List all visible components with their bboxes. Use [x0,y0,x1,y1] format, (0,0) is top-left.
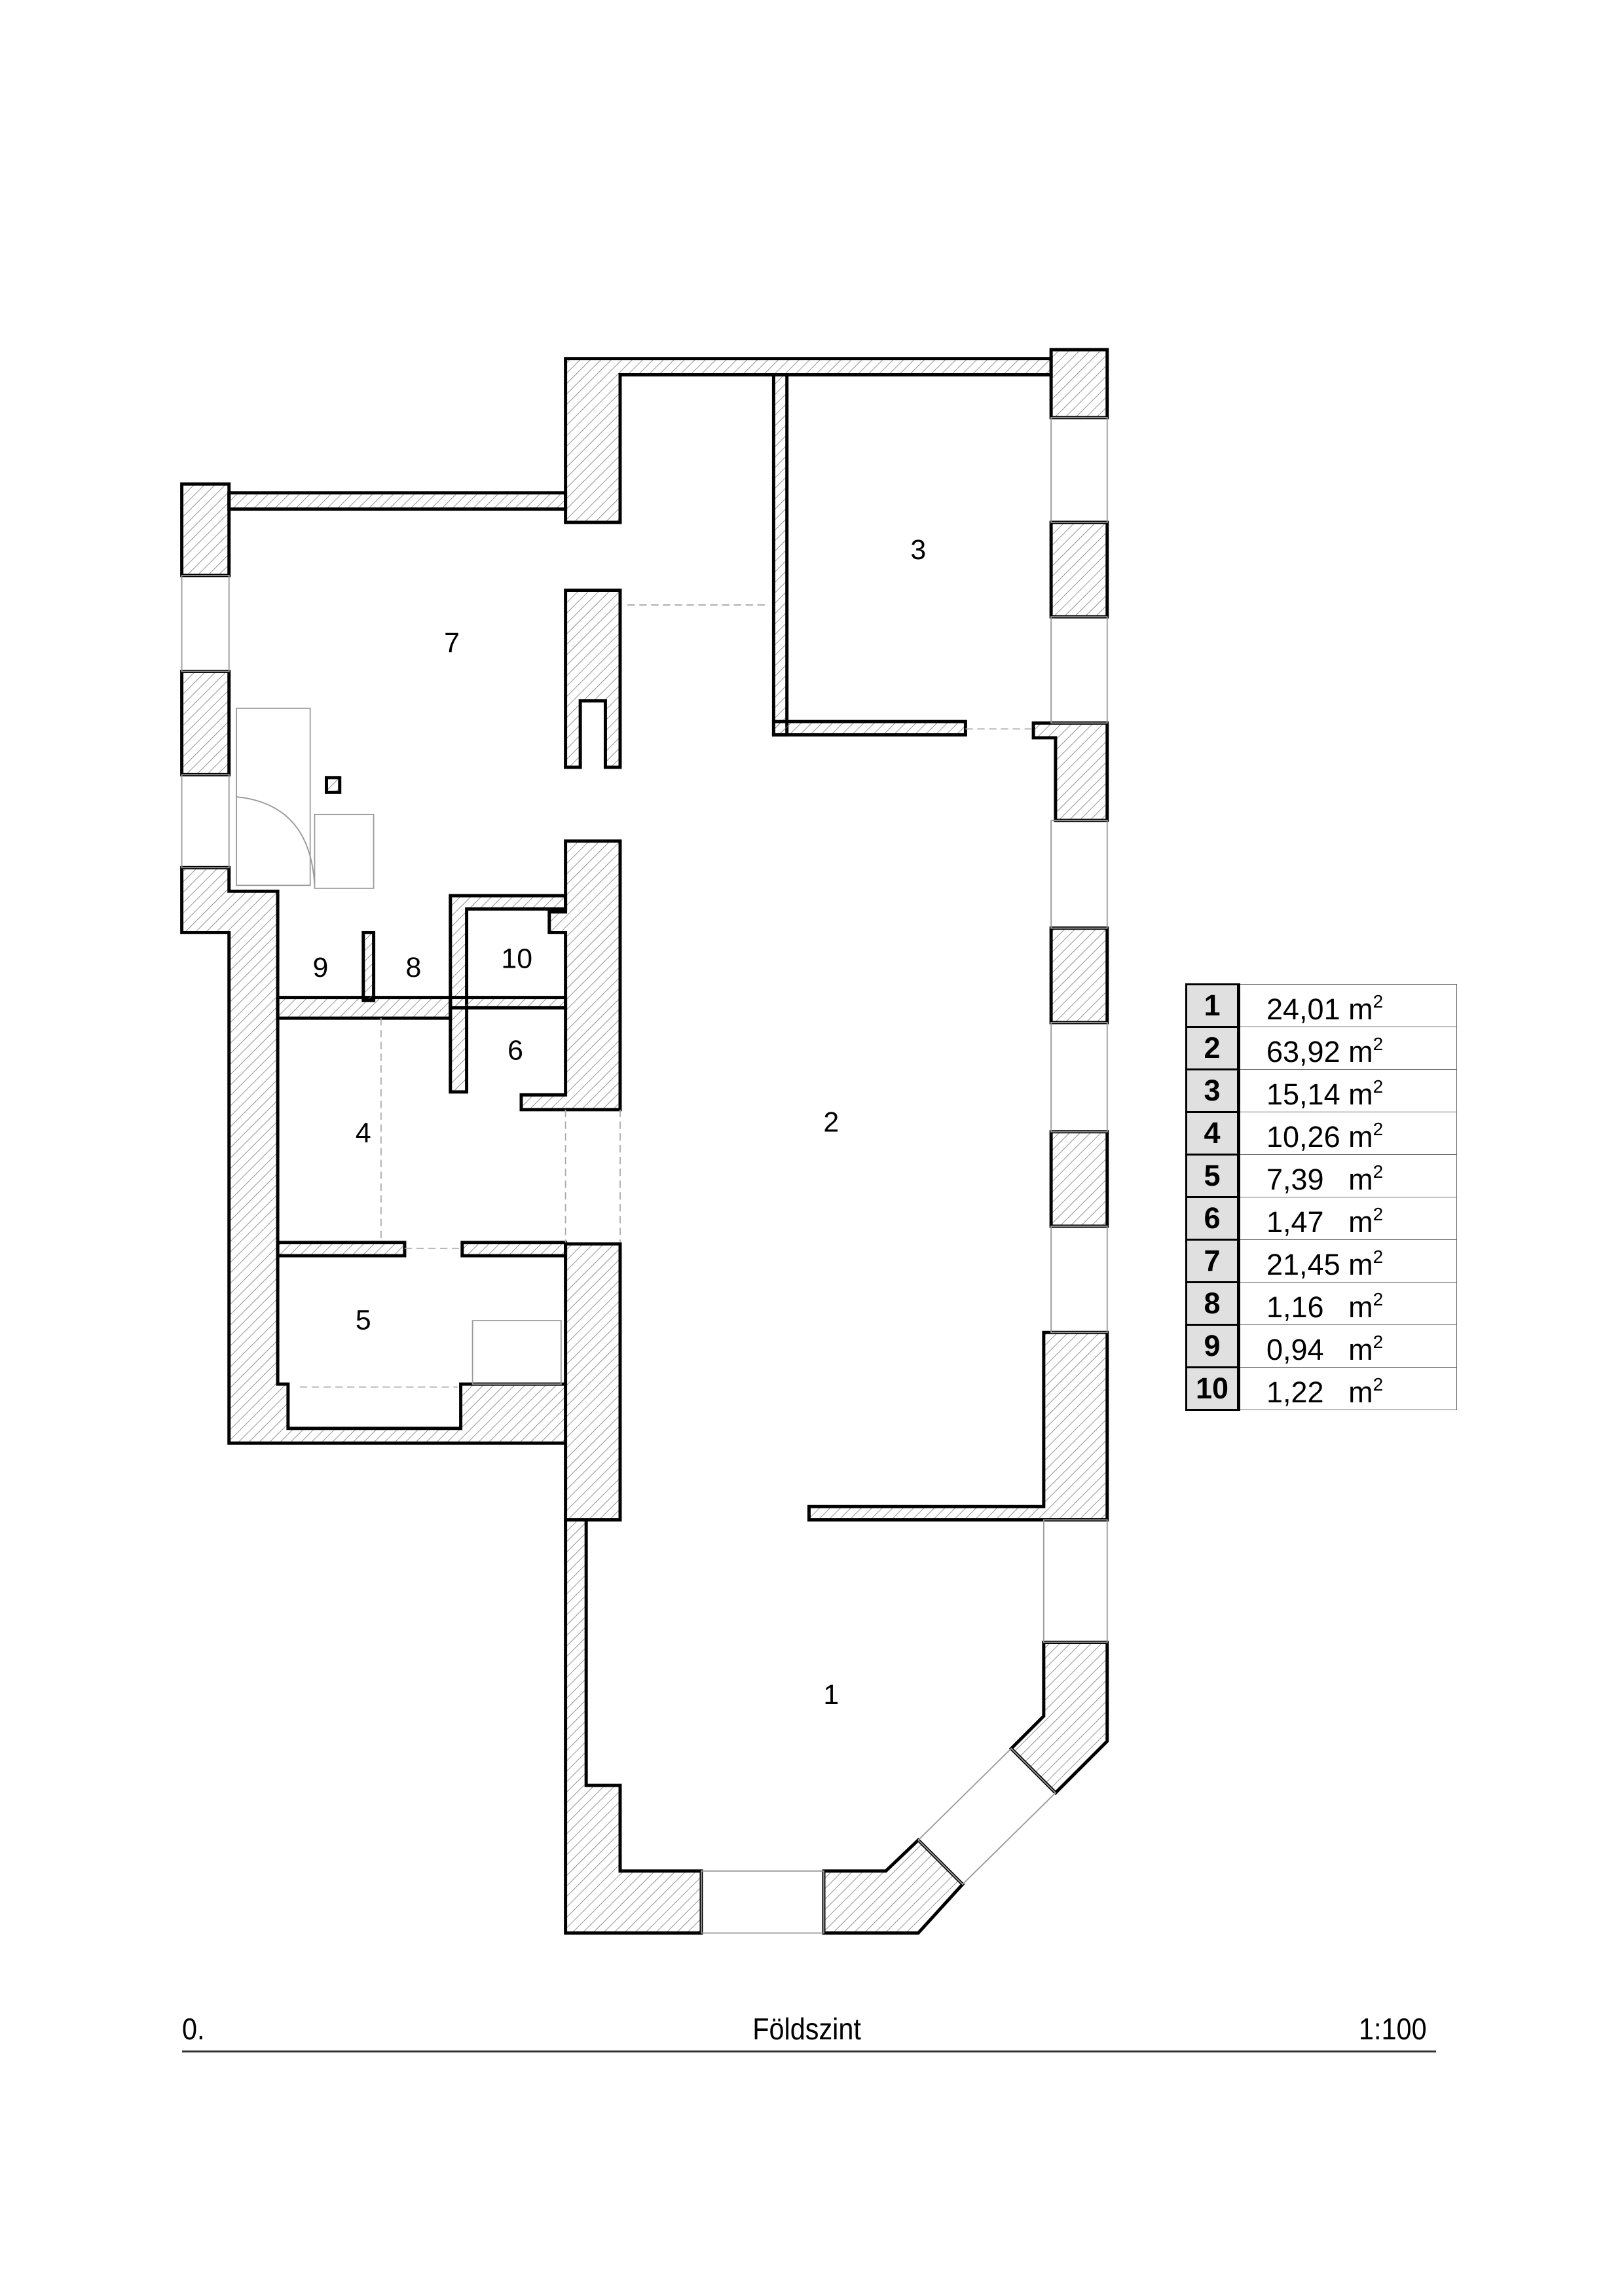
area-exponent: 2 [1373,1332,1384,1352]
room-area: 1,16 m2 [1238,1282,1457,1325]
area-unit: m [1348,1035,1373,1068]
area-value: 7,39 [1266,1163,1324,1196]
area-value: 24,01 [1266,993,1340,1026]
room-number: 4 [1185,1111,1240,1156]
room-area: 0,94 m2 [1238,1324,1457,1368]
area-value: 0,94 [1266,1333,1324,1366]
area-value: 63,92 [1266,1035,1340,1068]
room-label-4: 4 [356,1117,371,1148]
footer-rule [182,2050,1436,2052]
room-number: 9 [1185,1324,1240,1368]
room-number: 2 [1185,1026,1240,1070]
area-exponent: 2 [1373,1034,1384,1054]
drawing-title: Földszint [752,2012,861,2046]
area-value: 21,45 [1266,1248,1340,1281]
room-number: 6 [1185,1196,1240,1241]
area-exponent: 2 [1373,991,1384,1011]
area-value: 1,16 [1266,1290,1324,1324]
area-value: 15,14 [1266,1078,1340,1111]
area-exponent: 2 [1373,1204,1384,1224]
area-unit: m [1348,1120,1373,1154]
area-exponent: 2 [1373,1119,1384,1139]
room-label-7: 7 [444,627,460,659]
room-number: 1 [1185,983,1240,1028]
room-area: 1,47 m2 [1238,1197,1457,1240]
room-label-10: 10 [501,943,532,975]
room-area: 15,14 m2 [1238,1069,1457,1112]
area-exponent: 2 [1373,1161,1384,1182]
room-number: 5 [1185,1154,1240,1198]
room-area: 7,39 m2 [1238,1154,1457,1197]
area-exponent: 2 [1373,1374,1384,1394]
area-value: 1,22 [1266,1376,1324,1409]
area-unit: m [1348,1290,1373,1324]
area-unit: m [1348,1205,1373,1239]
room-label-5: 5 [356,1305,371,1336]
area-unit: m [1348,993,1373,1026]
room-area: 21,45 m2 [1238,1239,1457,1283]
room-area: 24,01 m2 [1238,984,1457,1027]
area-exponent: 2 [1373,1247,1384,1267]
area-value: 1,47 [1266,1205,1324,1239]
drawing-scale: 1:100 [1359,2012,1427,2046]
walls [180,348,1109,1935]
room-number: 7 [1185,1239,1240,1283]
room-label-1: 1 [823,1679,839,1711]
area-value: 10,26 [1266,1120,1340,1154]
room-number: 3 [1185,1068,1240,1113]
area-exponent: 2 [1373,1289,1384,1309]
room-area: 63,92 m2 [1238,1027,1457,1070]
room-number: 8 [1185,1281,1240,1326]
room-area: 1,22 m2 [1238,1367,1457,1410]
level-number: 0. [182,2012,205,2046]
room-label-2: 2 [823,1107,839,1139]
room-area: 10,26 m2 [1238,1112,1457,1155]
area-unit: m [1348,1078,1373,1111]
area-unit: m [1348,1376,1373,1409]
area-exponent: 2 [1373,1076,1384,1097]
room-number: 10 [1185,1366,1240,1411]
room-label-8: 8 [406,952,422,983]
room-label-3: 3 [910,534,926,566]
area-unit: m [1348,1248,1373,1281]
room-labels: 1 2 3 4 5 6 7 8 9 10 [313,534,927,1711]
windows-doors [181,416,1108,1934]
room-label-9: 9 [313,952,329,983]
room-label-6: 6 [507,1034,523,1066]
area-unit: m [1348,1163,1373,1196]
area-unit: m [1348,1333,1373,1366]
